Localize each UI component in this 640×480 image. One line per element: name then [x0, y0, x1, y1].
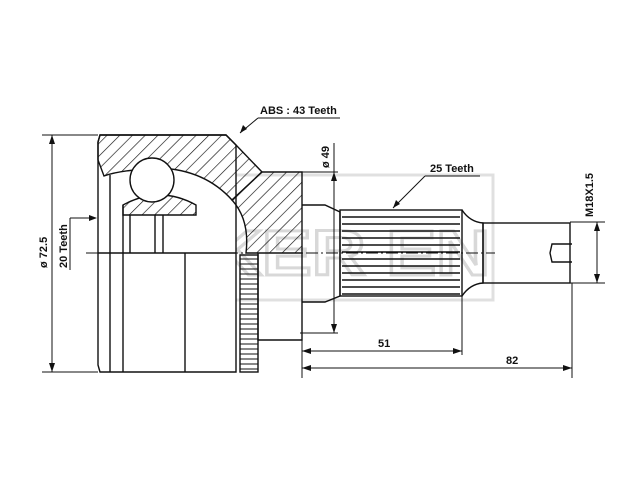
thread: [482, 222, 571, 284]
abs-teeth-label: ABS : 43 Teeth: [260, 105, 337, 117]
abs-teeth: [240, 258, 258, 370]
ball-bearing: [129, 157, 175, 203]
dimension-lines: [42, 117, 605, 378]
inner-teeth-label: 20 Teeth: [58, 224, 70, 268]
spline-length-label: 51: [378, 338, 390, 350]
spline-teeth: [342, 216, 460, 295]
thread-label: M18X1.5: [584, 173, 596, 217]
neck-diameter-label: ø 49: [320, 146, 332, 168]
outer-diameter-label: ø 72.5: [38, 237, 50, 268]
spline-teeth-label: 25 Teeth: [430, 163, 474, 175]
arrowheads: [49, 125, 600, 372]
total-length-label: 82: [506, 355, 518, 367]
